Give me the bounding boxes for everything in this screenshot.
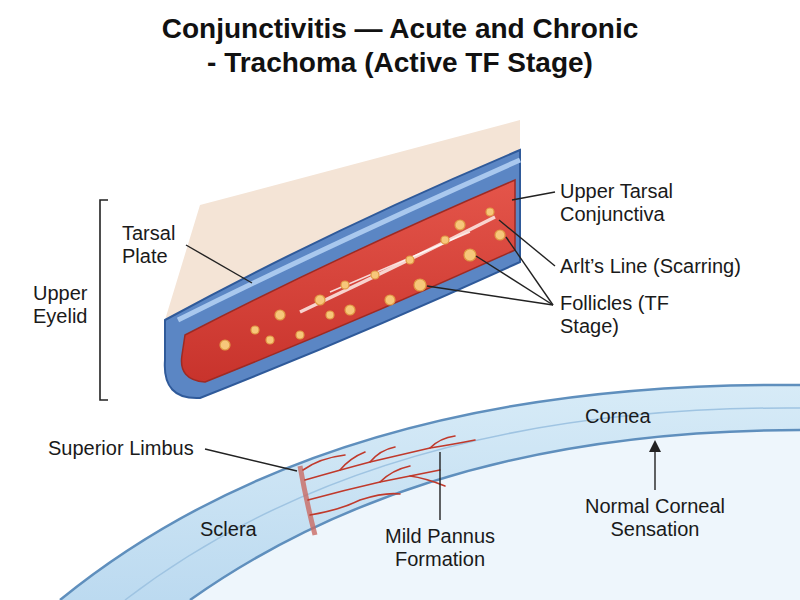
follicles <box>220 208 505 350</box>
part-label: Arlt’s Line (Scarring) <box>560 255 792 278</box>
tarsal-plate <box>165 150 520 398</box>
cornea-mid-line <box>125 408 800 600</box>
tarsal-conjunctiva <box>181 180 515 382</box>
arrow-head <box>649 440 661 452</box>
arlt-line-scar <box>330 232 470 292</box>
cornea-inner-line <box>190 430 800 600</box>
inner-globe <box>190 430 800 600</box>
part-label: Follicles (TF Stage) <box>560 292 680 338</box>
diagram-title: Conjunctivitis — Acute and Chronic - Tra… <box>157 12 643 79</box>
part-label: Superior Limbus <box>48 437 208 460</box>
part-label: Upper Eyelid <box>33 282 95 328</box>
pannus-vessels <box>303 436 475 515</box>
part-label: Cornea <box>585 405 705 428</box>
arlt-line-scar <box>300 217 495 312</box>
part-label: Tarsal Plate <box>122 222 184 268</box>
part-label: Upper Tarsal Conjunctiva <box>560 180 710 226</box>
part-label: Sclera <box>200 518 280 541</box>
leader-lines <box>186 192 655 520</box>
part-label: Mild Pannus Formation <box>375 525 505 571</box>
cornea-band <box>60 385 800 600</box>
cornea-outer-line <box>60 385 800 600</box>
eyelid-bracket <box>100 200 108 400</box>
part-label: Normal Corneal Sensation <box>555 495 755 541</box>
